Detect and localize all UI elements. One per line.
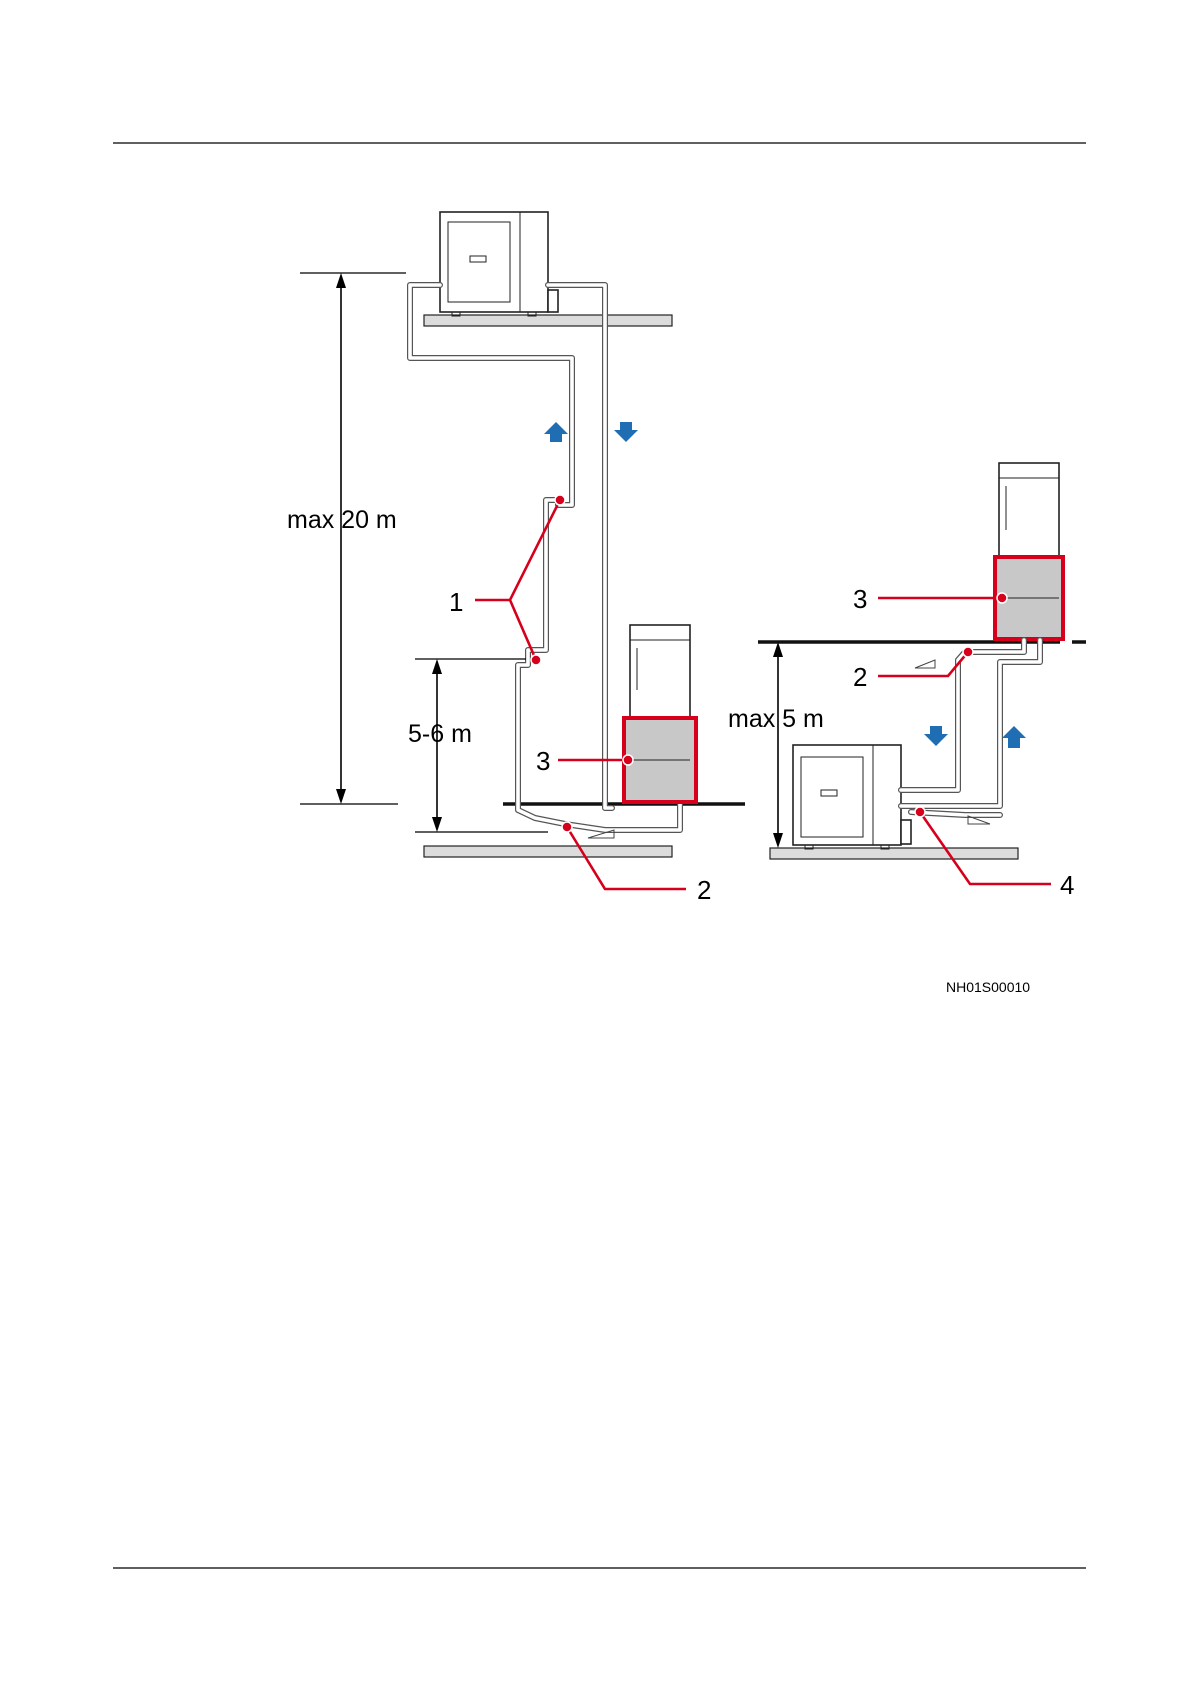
- lower-floor-slab: [424, 846, 672, 857]
- max-height-right-label: max 5 m: [728, 705, 824, 733]
- figure-code: NH01S00010: [946, 979, 1030, 995]
- down-arrow-icon: [924, 726, 948, 746]
- refrigerant-pipe-left-liquid: [548, 285, 612, 808]
- up-arrow-icon: [1002, 726, 1026, 748]
- callout-line-2-left: [567, 827, 686, 889]
- trap-spacing-label: 5-6 m: [408, 720, 472, 748]
- outdoor-unit-top: [440, 212, 558, 316]
- callout-3-left-label: 3: [536, 746, 550, 776]
- callout-2-left-label: 2: [697, 875, 711, 905]
- up-arrow-icon: [544, 422, 568, 442]
- slope-indicator-right-top: [915, 660, 935, 668]
- upper-floor-slab: [424, 315, 672, 326]
- indoor-unit-left: [624, 625, 696, 803]
- max-height-left-label: max 20 m: [287, 506, 397, 534]
- callout-2-right-label: 2: [853, 662, 867, 692]
- down-arrow-icon: [614, 422, 638, 442]
- callout-1-label: 1: [449, 587, 463, 617]
- callout-line-2-right: [878, 652, 968, 676]
- outdoor-unit-bottom: [793, 745, 911, 849]
- indoor-unit-right: [995, 463, 1063, 641]
- callout-3-right-label: 3: [853, 584, 867, 614]
- lower-floor-slab-right: [770, 848, 1018, 859]
- callout-4-label: 4: [1060, 870, 1074, 900]
